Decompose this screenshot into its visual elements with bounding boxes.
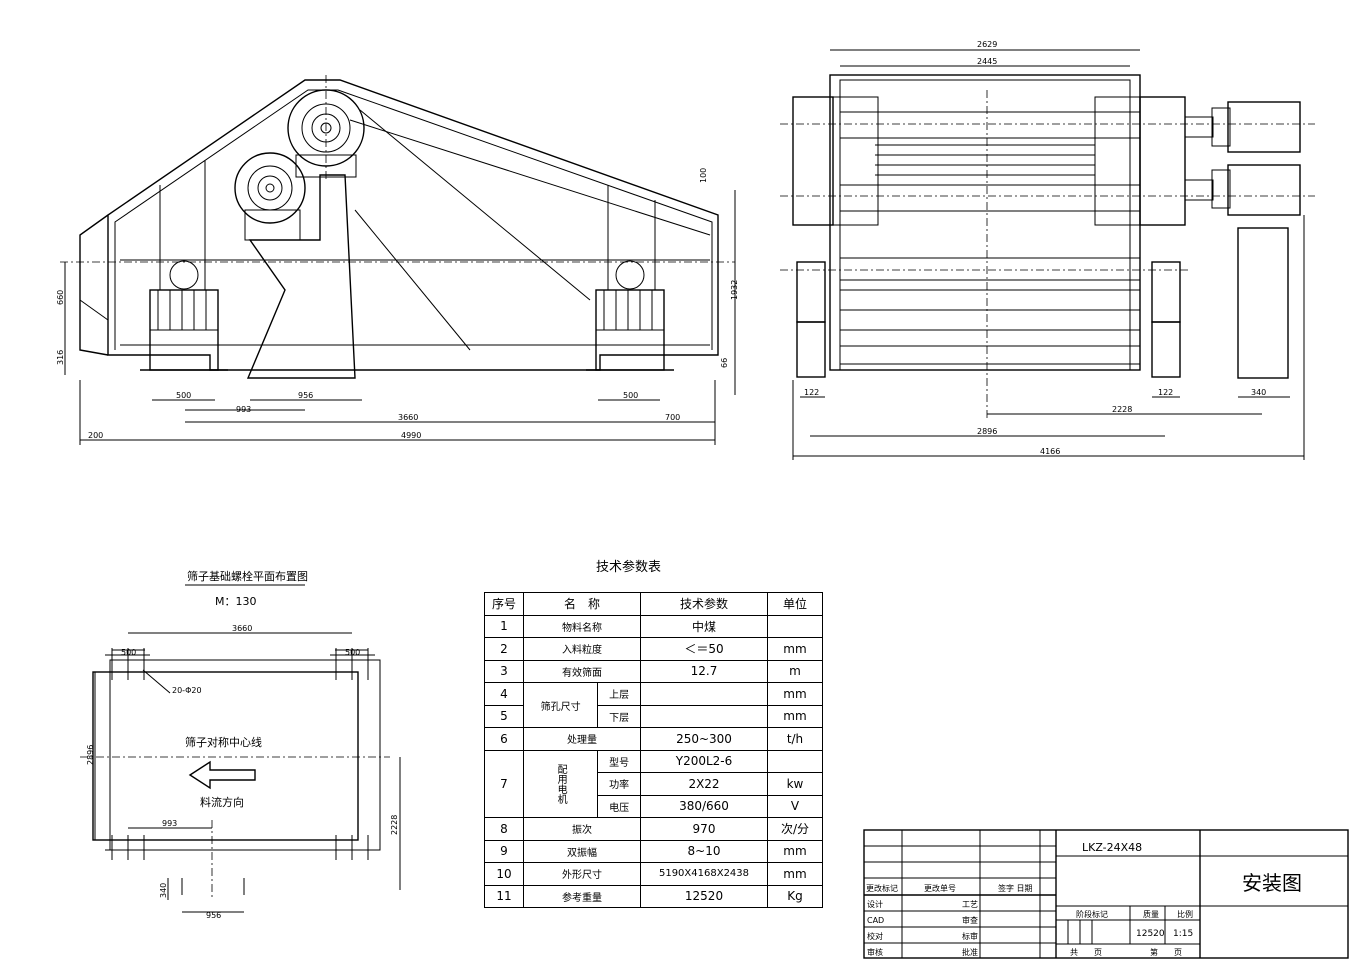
dim-316: 316 bbox=[56, 350, 65, 365]
tb-weight: 12520 bbox=[1136, 929, 1165, 939]
motor-lower bbox=[1184, 164, 1301, 216]
top-view: 2629 2445 122 2228 122 340 2896 4166 bbox=[780, 40, 1315, 460]
tb-change-doc: 更改单号 bbox=[924, 883, 956, 893]
foundation-plan: 筛子基础螺栓平面布置图 M：130 bbox=[80, 569, 401, 920]
dim-660: 660 bbox=[56, 290, 65, 305]
table-row: 1 物料名称 中煤 bbox=[484, 614, 823, 638]
dim-2228: 2228 bbox=[1112, 405, 1132, 414]
tb-scale-label: 比例 bbox=[1177, 909, 1193, 919]
tech-params-table: 序号 名 称 技术参数 单位 1 物料名称 中煤 2 入料粒度 ＜＝50 mm … bbox=[484, 592, 823, 908]
dim-4166: 4166 bbox=[1040, 447, 1060, 456]
centerline-label: 筛子对称中心线 bbox=[185, 735, 262, 749]
tb-standard: 标审 bbox=[962, 931, 978, 941]
tb-approve: 批准 bbox=[962, 947, 978, 957]
dim-100: 100 bbox=[699, 168, 708, 183]
spring-support-left bbox=[140, 260, 228, 371]
table-row: 功率 2X22 kw bbox=[485, 772, 823, 796]
flow-direction-label: 料流方向 bbox=[200, 795, 244, 809]
dim-200: 200 bbox=[88, 431, 103, 440]
dim-3660: 3660 bbox=[398, 413, 418, 422]
tb-process: 工艺 bbox=[962, 900, 978, 909]
dim-122-left: 122 bbox=[804, 388, 819, 397]
tb-change-mark: 更改标记 bbox=[866, 883, 898, 893]
dim-4990: 4990 bbox=[401, 431, 421, 440]
model-number: LKZ-24X48 bbox=[1082, 841, 1142, 854]
exciter-lower bbox=[234, 152, 306, 241]
table-row: 4 筛孔尺寸 上层 mm bbox=[484, 682, 823, 728]
exciter-shaft-upper bbox=[839, 111, 1141, 139]
dim-2629: 2629 bbox=[977, 40, 997, 49]
fp-dim-2896: 2896 bbox=[86, 745, 95, 765]
dim-122-right: 122 bbox=[1158, 388, 1173, 397]
foundation-outline bbox=[92, 671, 359, 841]
table-row: 11 参考重量 12520 Kg bbox=[484, 884, 823, 908]
header-unit: 单位 bbox=[767, 592, 823, 616]
tb-stage-mark: 阶段标记 bbox=[1076, 909, 1108, 919]
spring-support-right bbox=[586, 260, 674, 371]
fp-dim-3660: 3660 bbox=[232, 624, 252, 633]
fp-dim-2228: 2228 bbox=[390, 815, 399, 835]
fp-dim-500-right: 500 bbox=[345, 648, 360, 657]
tb-sign-date: 签字 日期 bbox=[998, 883, 1033, 893]
fp-dim-993: 993 bbox=[162, 819, 177, 828]
dim-500-left: 500 bbox=[176, 391, 191, 400]
dim-66: 66 bbox=[720, 358, 729, 368]
dim-340: 340 bbox=[1251, 388, 1266, 397]
foundation-bolts bbox=[105, 648, 375, 895]
foundation-plan-scale: M：130 bbox=[215, 595, 257, 608]
drawing-name: 安装图 bbox=[1242, 871, 1302, 895]
side-view: 100 1932 660 316 66 500 956 993 500 3660… bbox=[56, 75, 739, 445]
dim-2896: 2896 bbox=[977, 427, 997, 436]
tb-audit: 审核 bbox=[867, 947, 883, 957]
table-row: 3 有效筛面 12.7 m bbox=[484, 659, 823, 683]
fp-bolt-spec: 20-Φ20 bbox=[172, 686, 202, 695]
fp-dim-500-left: 500 bbox=[121, 648, 136, 657]
table-row: 2 入料粒度 ＜＝50 mm bbox=[484, 637, 823, 661]
side-view-dimensions bbox=[64, 190, 736, 445]
dim-993: 993 bbox=[236, 405, 251, 414]
table-row: 10 外形尺寸 5190X4168X2438 mm bbox=[484, 862, 823, 886]
tb-total-sheets: 共 页 bbox=[1070, 948, 1102, 957]
dim-956: 956 bbox=[298, 391, 313, 400]
tb-sheet-no: 第 页 bbox=[1150, 947, 1182, 957]
tb-design: 设计 bbox=[867, 899, 883, 909]
table-row: 6 处理量 250~300 t/h bbox=[484, 727, 823, 751]
header-name: 名 称 bbox=[523, 592, 641, 616]
dim-700: 700 bbox=[665, 413, 680, 422]
foundation-plan-title: 筛子基础螺栓平面布置图 bbox=[187, 569, 308, 583]
dim-500-right: 500 bbox=[623, 391, 638, 400]
table-header-row: 序号 名 称 技术参数 单位 bbox=[484, 592, 823, 616]
motor-upper bbox=[1184, 101, 1301, 153]
table-row: 9 双振幅 8~10 mm bbox=[484, 839, 823, 863]
dim-2445: 2445 bbox=[977, 57, 997, 66]
vibrator-support bbox=[246, 174, 356, 379]
exciter-shaft-lower bbox=[839, 184, 1141, 212]
screen-body-outline bbox=[107, 79, 719, 371]
flow-arrow bbox=[188, 760, 256, 790]
fp-dim-956: 956 bbox=[206, 911, 221, 920]
table-row: 电压 380/660 V bbox=[485, 794, 823, 818]
dim-1932: 1932 bbox=[730, 280, 739, 300]
tb-proofread: 校对 bbox=[867, 931, 883, 941]
tb-scale: 1:15 bbox=[1173, 929, 1193, 939]
inlet-box bbox=[79, 214, 109, 356]
fp-dim-340: 340 bbox=[159, 883, 168, 898]
tech-table-title: 技术参数表 bbox=[596, 560, 662, 575]
tb-review: 审查 bbox=[962, 915, 978, 925]
tb-weight-label: 质量 bbox=[1143, 909, 1159, 919]
tb-cad: CAD bbox=[867, 916, 884, 925]
motor-base bbox=[1237, 227, 1289, 379]
